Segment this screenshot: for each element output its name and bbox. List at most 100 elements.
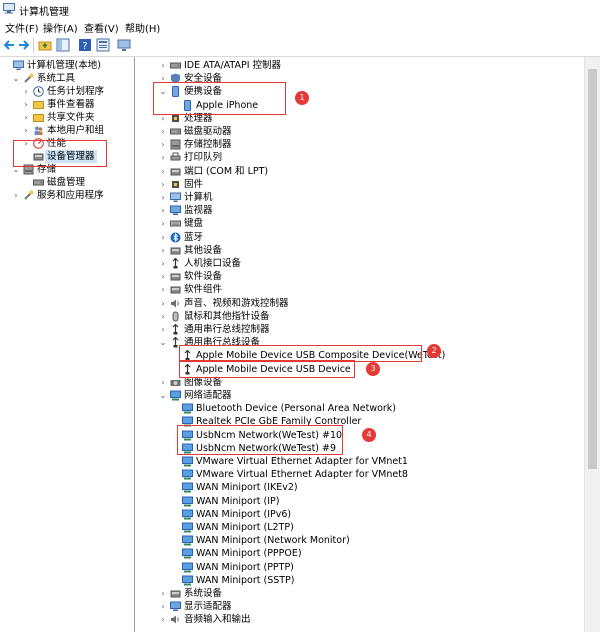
expand-chevron-icon[interactable]: › xyxy=(161,140,165,150)
users-icon xyxy=(34,126,43,135)
tree-item-label: 磁盘管理 xyxy=(47,177,86,188)
menu-file[interactable]: 文件(F) xyxy=(5,24,39,35)
expand-chevron-icon[interactable]: › xyxy=(161,602,165,612)
expand-chevron-icon[interactable]: › xyxy=(161,589,165,598)
expand-chevron-icon[interactable]: › xyxy=(24,126,28,135)
tree-item-label: 安全设备 xyxy=(184,73,223,85)
expand-chevron-icon[interactable]: › xyxy=(161,311,165,321)
sound-icon xyxy=(171,299,179,308)
expand-chevron-icon[interactable]: › xyxy=(14,191,18,200)
spacer xyxy=(171,481,179,494)
net-icon xyxy=(182,535,193,546)
tree-item-label: 便携设备 xyxy=(184,86,223,98)
menu-action[interactable]: 操作(A) xyxy=(43,24,78,35)
expand-chevron-icon[interactable]: › xyxy=(161,245,165,255)
tree-item-label: 软件设备 xyxy=(184,271,223,283)
spacer xyxy=(171,508,179,521)
spacer xyxy=(171,547,179,560)
expand-chevron-icon[interactable]: › xyxy=(161,232,165,242)
help-icon[interactable]: ? xyxy=(78,38,92,52)
collapse-chevron-icon[interactable]: ⌄ xyxy=(159,87,167,97)
collapse-chevron-icon[interactable]: ⌄ xyxy=(159,391,167,400)
navigation-tree-pane[interactable]: 计算机管理(本地)⌄系统工具›任务计划程序›事件查看器›共享文件夹›本地用户和组… xyxy=(0,57,135,632)
tree-item-label: 本地用户和组 xyxy=(47,125,105,136)
tree-item-label: 图像设备 xyxy=(184,376,223,388)
tools-icon xyxy=(24,73,34,83)
vertical-scrollbar[interactable] xyxy=(584,57,600,632)
tree-item-label: 声音、视频和游戏控制器 xyxy=(184,297,289,309)
tree-item-label: 系统工具 xyxy=(37,73,76,84)
window-title: 计算机管理 xyxy=(19,7,69,18)
spacer xyxy=(171,468,179,481)
tree-item-label: 存储控制器 xyxy=(184,139,232,151)
expand-chevron-icon[interactable]: › xyxy=(161,285,165,295)
expand-chevron-icon[interactable]: › xyxy=(161,219,165,229)
net-icon xyxy=(182,562,193,573)
collapse-chevron-icon[interactable]: ⌄ xyxy=(12,165,20,174)
sound-icon xyxy=(171,615,179,624)
expand-chevron-icon[interactable]: › xyxy=(161,166,165,176)
expand-chevron-icon[interactable]: › xyxy=(161,61,165,70)
menu-help[interactable]: 帮助(H) xyxy=(125,24,161,35)
tree-item-label: 其他设备 xyxy=(184,244,223,256)
tree-item-label: 事件查看器 xyxy=(47,99,95,110)
monitor-icon[interactable] xyxy=(117,38,131,52)
expand-chevron-icon[interactable]: › xyxy=(161,74,165,84)
expand-chevron-icon[interactable]: › xyxy=(24,139,28,148)
show-hide-tree-icon[interactable] xyxy=(56,38,70,52)
expand-chevron-icon[interactable]: › xyxy=(24,100,28,109)
toolbar-separator xyxy=(33,38,34,53)
spacer xyxy=(171,574,179,587)
expand-chevron-icon[interactable]: › xyxy=(24,87,28,96)
net-icon xyxy=(182,456,193,467)
highlight-device-manager xyxy=(13,140,107,167)
storage-icon xyxy=(23,164,34,175)
keyboard-icon xyxy=(170,220,181,227)
expand-chevron-icon[interactable]: › xyxy=(161,179,165,189)
expand-chevron-icon[interactable]: › xyxy=(161,325,165,334)
net-icon xyxy=(182,443,193,454)
properties-icon[interactable] xyxy=(96,38,110,52)
tree-item-label: WAN Miniport (SSTP) xyxy=(196,574,295,586)
tree-item-label: WAN Miniport (PPTP) xyxy=(196,561,294,573)
expand-chevron-icon[interactable]: › xyxy=(161,153,165,163)
expand-chevron-icon[interactable]: › xyxy=(24,113,28,122)
highlight-usbncm-network xyxy=(177,425,343,455)
tree-item-label: 计算机管理(本地) xyxy=(27,60,101,71)
expand-chevron-icon[interactable]: › xyxy=(161,193,165,202)
spacer xyxy=(171,455,179,468)
menu-view[interactable]: 查看(V) xyxy=(84,24,119,35)
expand-chevron-icon[interactable]: › xyxy=(161,206,165,216)
menu-bar: 文件(F) 操作(A) 查看(V) 帮助(H) xyxy=(0,18,600,35)
expand-chevron-icon[interactable]: › xyxy=(161,377,165,387)
expand-chevron-icon[interactable]: › xyxy=(161,259,165,268)
net-icon xyxy=(182,575,193,586)
computer-icon xyxy=(170,192,181,202)
services-icon xyxy=(24,190,34,200)
expand-chevron-icon[interactable]: › xyxy=(161,298,165,308)
collapse-chevron-icon[interactable]: ⌄ xyxy=(12,74,20,83)
expand-chevron-icon[interactable]: › xyxy=(161,615,165,625)
tree-item-label: 端口 (COM 和 LPT) xyxy=(184,165,269,177)
annotation-badge-1: 1 xyxy=(295,91,309,105)
shared-folder-icon xyxy=(33,114,44,122)
device-icon xyxy=(170,168,181,176)
spacer xyxy=(2,59,10,72)
up-folder-icon[interactable] xyxy=(38,38,52,52)
expand-chevron-icon[interactable]: › xyxy=(161,127,165,136)
tree-item-label: 显示适配器 xyxy=(184,601,232,613)
tree-item-label: Apple Mobile Device USB Composite Device… xyxy=(196,350,446,362)
shield-icon xyxy=(171,73,180,84)
expand-chevron-icon[interactable]: › xyxy=(161,272,165,282)
spacer xyxy=(171,534,179,547)
toolbar: ? xyxy=(0,35,600,57)
computer-icon xyxy=(13,60,24,70)
back-arrow-icon[interactable] xyxy=(2,38,16,52)
forward-arrow-icon[interactable] xyxy=(17,38,31,52)
scrollbar-thumb[interactable] xyxy=(588,69,597,469)
expand-chevron-icon[interactable]: › xyxy=(161,113,165,123)
tree-item-label: 监视器 xyxy=(184,205,213,217)
collapse-chevron-icon[interactable]: ⌄ xyxy=(159,338,167,348)
net-icon xyxy=(182,469,193,480)
